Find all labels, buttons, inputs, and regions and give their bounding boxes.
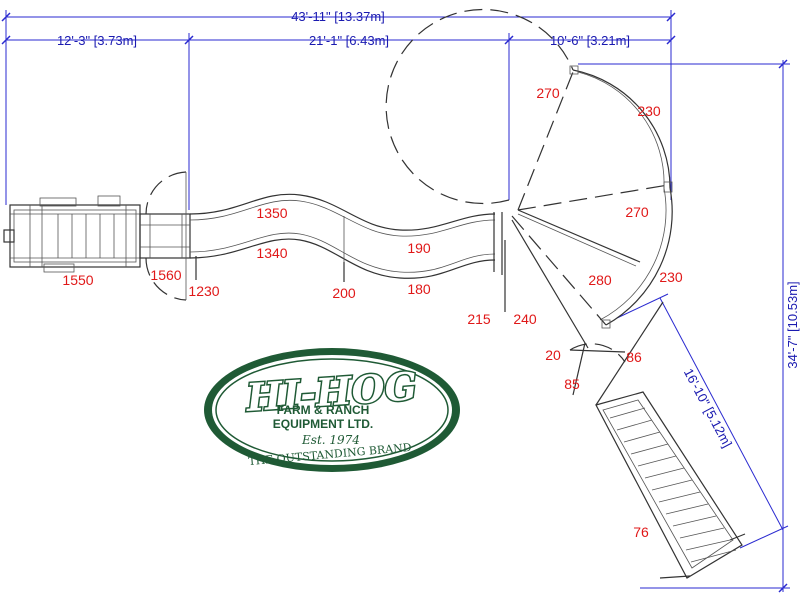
label-190: 190 [407,240,431,256]
label-200: 200 [332,285,356,301]
dimension-lines [1,10,790,593]
segment2-width-label: 21'-1" [6.43m] [309,33,389,48]
logo-line2: EQUIPMENT LTD. [273,417,373,431]
label-20: 20 [545,347,561,363]
loading-ramp [572,301,746,579]
squeeze-chute [3,195,191,273]
component-labels: 1550 1560 1230 1350 1340 200 190 180 215… [62,85,682,540]
label-86: 86 [626,349,642,365]
label-1340: 1340 [256,245,287,261]
overall-width-label: 43'-11" [13.37m] [291,9,385,24]
label-270-mid: 270 [625,204,649,220]
hi-hog-logo: HI-HOG FARM & RANCH EQUIPMENT LTD. Est. … [204,348,460,472]
label-1230: 1230 [188,283,219,299]
ramp-length-label: 16'-10" [5.12m] [681,366,735,450]
segment3-width-label: 10'-6" [3.21m] [550,33,630,48]
segment1-width-label: 12'-3" [3.73m] [57,33,137,48]
label-180: 180 [407,281,431,297]
logo-est: Est. 1974 [301,433,360,447]
s-curve-alley [189,193,506,312]
gate-swing-arc [145,171,187,215]
overall-height-label: 34'-7" [10.53m] [785,281,800,368]
label-240: 240 [513,311,537,327]
label-1550: 1550 [62,272,93,288]
gate-swing-arc [385,8,574,205]
label-280: 280 [588,272,612,288]
label-215: 215 [467,311,491,327]
logo-line1: FARM & RANCH [277,403,370,417]
label-85: 85 [564,376,580,392]
label-1560: 1560 [150,267,181,283]
crowding-tub [385,8,673,349]
label-230-mid: 230 [659,269,683,285]
label-230-top: 230 [637,103,661,119]
label-76: 76 [633,524,649,540]
gate-swing-arc [145,257,187,301]
label-270-top: 270 [536,85,560,101]
label-1350: 1350 [256,205,287,221]
gate-swing-arc [569,343,626,363]
